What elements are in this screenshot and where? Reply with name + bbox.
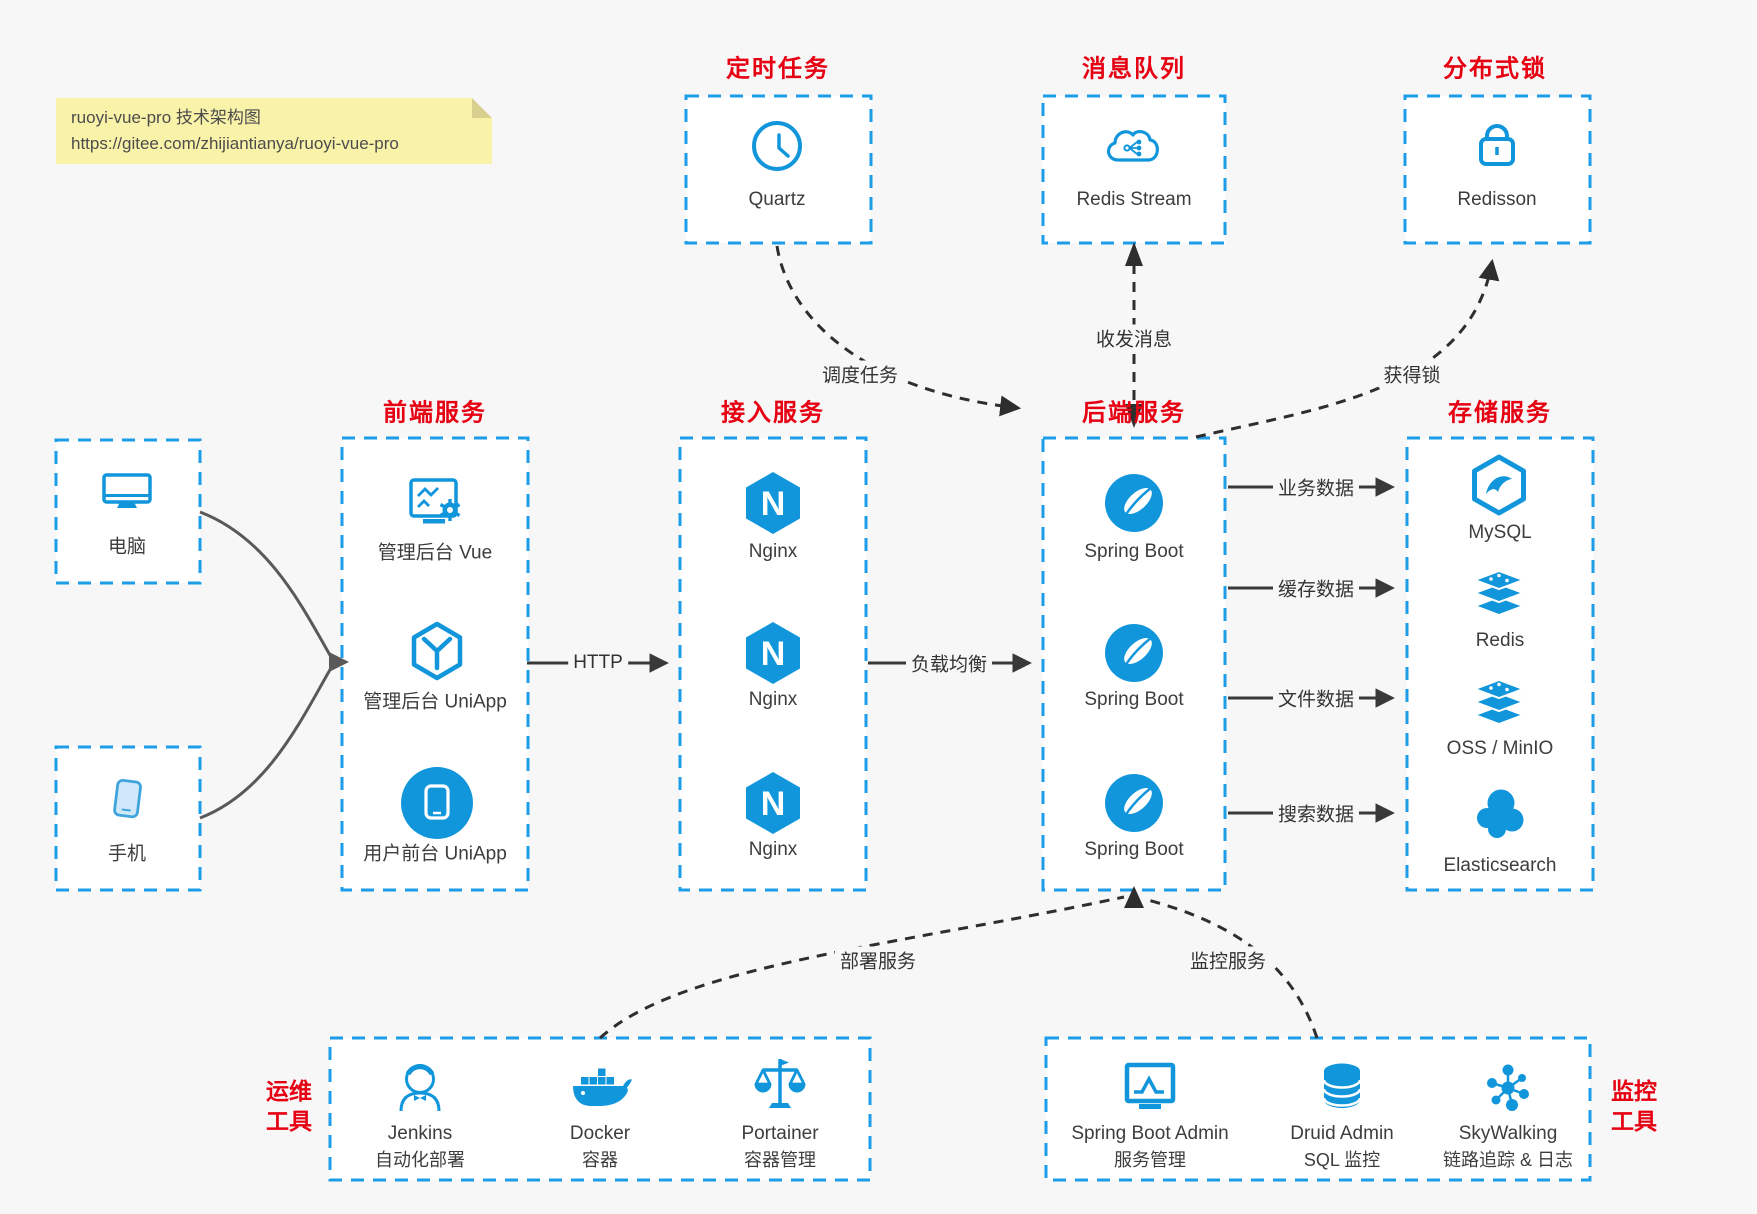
title-lock: 分布式锁	[1443, 55, 1547, 83]
nginx-icon: N	[742, 772, 804, 834]
redisson-label: Redisson	[1457, 189, 1537, 210]
title-ops-line1: 运维	[266, 1078, 312, 1104]
nginx-icon: N	[742, 622, 804, 684]
gateway-item-label: Nginx	[748, 689, 798, 710]
arrow-clients-to-frontend	[199, 510, 349, 820]
monitoring-item-name: Druid Admin	[1290, 1123, 1394, 1144]
ops-item-desc: 容器	[582, 1150, 618, 1170]
portainer-icon	[750, 1057, 810, 1117]
redis-icon	[1468, 564, 1530, 622]
docker-icon	[567, 1063, 633, 1117]
storage-item-label: MySQL	[1468, 522, 1532, 543]
edge-label-file-data: 文件数据	[1272, 684, 1360, 712]
group-box-lock	[1403, 94, 1592, 245]
group-box-phone	[54, 745, 202, 892]
title-monitoring-line2: 工具	[1611, 1108, 1657, 1134]
title-storage: 存储服务	[1448, 399, 1552, 427]
backend-item-label: Spring Boot	[1084, 839, 1184, 860]
backend-item-label: Spring Boot	[1084, 541, 1184, 562]
frontend-item-label: 用户前台 UniApp	[363, 843, 507, 865]
title-gateway: 接入服务	[721, 399, 825, 427]
admin-vue-icon	[405, 470, 469, 534]
arrow-schedule-task	[775, 245, 1022, 417]
gateway-item-label: Nginx	[748, 839, 798, 860]
user-uniapp-icon	[400, 766, 474, 840]
quartz-label: Quartz	[748, 189, 806, 210]
group-box-mq	[1041, 94, 1227, 245]
title-ops-tools: 运维 工具	[266, 1076, 312, 1136]
mysql-icon	[1468, 454, 1530, 516]
edge-label-cache-data: 缓存数据	[1272, 574, 1360, 602]
svg-text:N: N	[761, 635, 786, 673]
desktop-icon	[98, 463, 156, 521]
sticky-note: ruoyi-vue-pro 技术架构图 https://gitee.com/zh…	[56, 98, 492, 164]
note-url: https://gitee.com/zhijiantianya/ruoyi-vu…	[71, 134, 399, 153]
edge-label-search-data: 搜索数据	[1272, 799, 1360, 827]
arrow-monitor-service	[1143, 897, 1319, 1039]
ops-item-name: Portainer	[741, 1123, 819, 1144]
title-frontend: 前端服务	[383, 399, 487, 427]
note-title: ruoyi-vue-pro 技术架构图	[71, 108, 261, 127]
spring-boot-icon	[1103, 772, 1165, 834]
group-box-pc	[54, 438, 202, 585]
message-cloud-icon	[1101, 120, 1167, 174]
frontend-item-label: 管理后台 Vue	[377, 542, 493, 564]
clock-icon	[749, 118, 805, 174]
phone-label: 手机	[107, 843, 147, 865]
edge-label-acquire-lock: 获得锁	[1378, 360, 1446, 388]
arrow-deploy-service	[598, 895, 1125, 1040]
spring-boot-icon	[1103, 622, 1165, 684]
monitoring-item-desc: 服务管理	[1114, 1150, 1186, 1170]
ops-item-name: Docker	[569, 1123, 631, 1144]
ops-item-desc: 容器管理	[744, 1150, 816, 1170]
spring-boot-admin-icon	[1119, 1056, 1181, 1118]
ops-item-desc: 自动化部署	[375, 1150, 465, 1170]
title-mq: 消息队列	[1082, 55, 1186, 83]
monitoring-item-name: Spring Boot Admin	[1071, 1123, 1229, 1144]
skywalking-icon	[1479, 1058, 1537, 1116]
edge-label-business-data: 业务数据	[1272, 473, 1360, 501]
backend-item-label: Spring Boot	[1084, 689, 1184, 710]
edge-label-deploy-service: 部署服务	[834, 946, 922, 974]
frontend-item-label: 管理后台 UniApp	[363, 691, 507, 713]
jenkins-icon	[391, 1058, 449, 1116]
pc-label: 电脑	[107, 536, 147, 558]
svg-text:N: N	[761, 785, 786, 823]
edge-label-message: 收发消息	[1090, 324, 1178, 352]
elasticsearch-icon	[1470, 786, 1530, 846]
druid-database-icon	[1314, 1058, 1370, 1116]
monitoring-item-name: SkyWalking	[1458, 1123, 1558, 1144]
dashed-arrowheads	[1124, 242, 1144, 908]
ops-item-name: Jenkins	[387, 1123, 453, 1144]
title-monitoring-tools: 监控 工具	[1611, 1076, 1657, 1136]
uniapp-cube-icon	[406, 620, 468, 682]
title-monitoring-line1: 监控	[1611, 1078, 1657, 1104]
storage-item-label: Elasticsearch	[1443, 855, 1557, 876]
nginx-icon: N	[742, 472, 804, 534]
title-scheduler: 定时任务	[726, 55, 830, 83]
svg-text:N: N	[761, 485, 786, 523]
monitoring-item-desc: SQL 监控	[1303, 1150, 1381, 1170]
gateway-item-label: Nginx	[748, 541, 798, 562]
edge-label-load-balance: 负载均衡	[905, 649, 993, 677]
storage-item-label: OSS / MinIO	[1446, 738, 1554, 759]
redis-stream-label: Redis Stream	[1076, 189, 1192, 210]
edge-label-http: HTTP	[568, 652, 628, 674]
storage-item-label: Redis	[1475, 630, 1525, 651]
edge-label-schedule-task: 调度任务	[816, 360, 904, 388]
monitoring-item-desc: 链路追踪 & 日志	[1442, 1150, 1574, 1170]
spring-boot-icon	[1103, 472, 1165, 534]
lock-icon	[1469, 118, 1525, 174]
oss-minio-icon	[1468, 673, 1530, 731]
phone-icon	[100, 772, 154, 826]
title-backend: 后端服务	[1082, 399, 1186, 427]
title-ops-line2: 工具	[266, 1108, 312, 1134]
group-box-monitoring	[1044, 1036, 1592, 1182]
edge-label-monitor-service: 监控服务	[1184, 946, 1272, 974]
